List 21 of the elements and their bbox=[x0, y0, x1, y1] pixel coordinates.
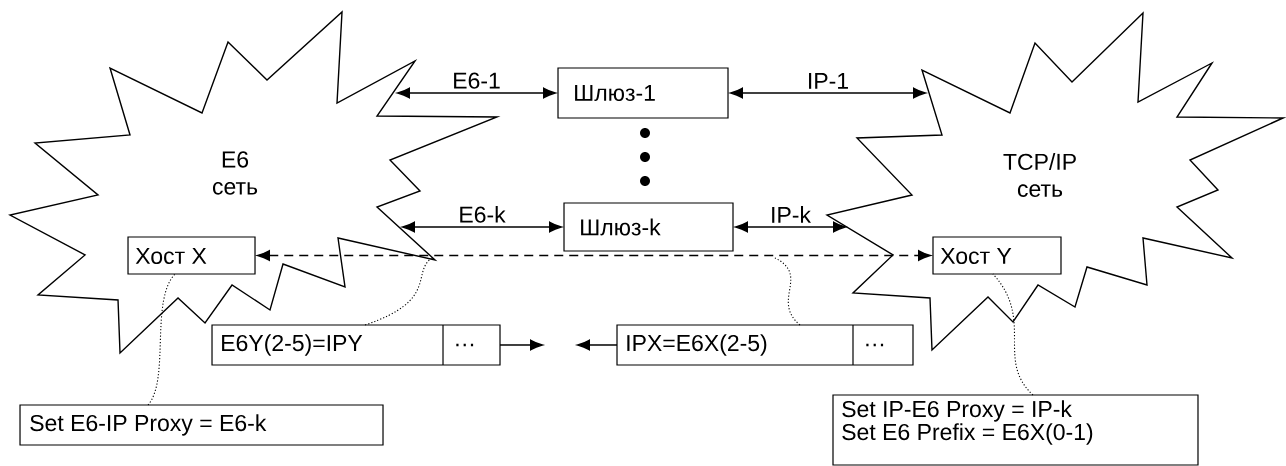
edge-label: E6-1 bbox=[451, 71, 502, 90]
note-box: Set IP-E6 Proxy = IP-k Set E6 Prefix = E6X(0-1) bbox=[832, 394, 1199, 466]
leader-line bbox=[992, 273, 1034, 396]
arrow bbox=[730, 87, 926, 99]
leader-line bbox=[364, 256, 434, 326]
gateway-box: Шлюз-1 bbox=[557, 67, 729, 119]
table-row: IPX=E6X(2-5) … bbox=[616, 324, 914, 366]
gateway-box: Шлюз-k bbox=[563, 202, 734, 252]
arrow bbox=[402, 221, 562, 233]
arrow bbox=[257, 250, 931, 261]
arrow bbox=[577, 339, 618, 351]
arrow bbox=[397, 87, 556, 99]
leader-line bbox=[772, 256, 801, 326]
host-box: Хост Y bbox=[932, 236, 1062, 275]
note-box: Set E6-IP Proxy = E6-k bbox=[19, 404, 384, 446]
table-row: E6Y(2-5)=IPY … bbox=[211, 324, 501, 366]
arrow bbox=[499, 339, 543, 351]
arrow bbox=[735, 221, 846, 233]
edge-label: IP-k bbox=[769, 205, 812, 224]
leader-line bbox=[147, 273, 176, 406]
host-box: Хост X bbox=[127, 236, 256, 275]
